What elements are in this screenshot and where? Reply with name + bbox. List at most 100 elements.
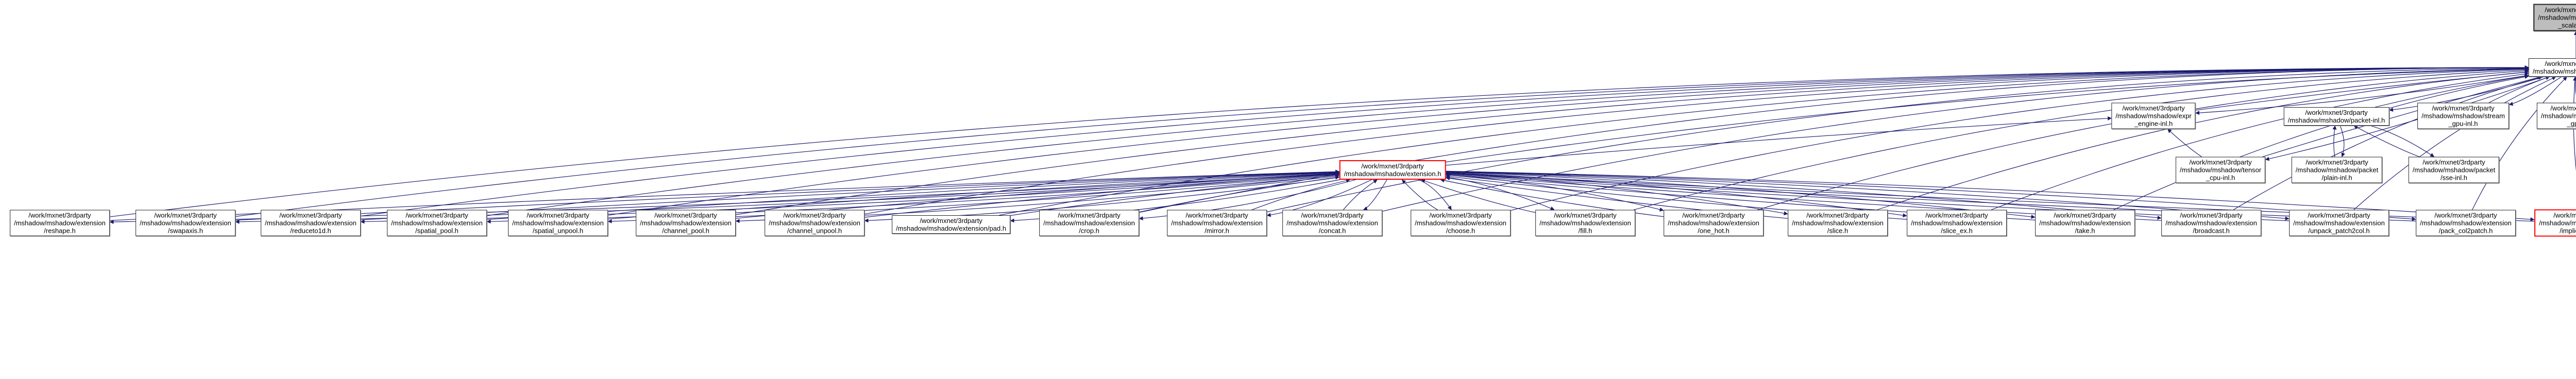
include-edge: [1510, 67, 2529, 211]
graph-node-label-line: /implicit_gemm.h: [2560, 227, 2576, 235]
graph-node-pack_col2patch[interactable]: /work/mxnet/3rdparty/mshadow/mshadow/ext…: [2416, 210, 2516, 236]
graph-node-mirror[interactable]: /work/mxnet/3rdparty/mshadow/mshadow/ext…: [1167, 210, 1267, 236]
include-edge: [2340, 125, 2345, 157]
include-edge: [1010, 173, 1340, 216]
graph-node-expr_engine[interactable]: /work/mxnet/3rdparty/mshadow/mshadow/exp…: [2111, 102, 2196, 129]
include-edge: [2195, 70, 2529, 111]
graph-node-slice_ex[interactable]: /work/mxnet/3rdparty/mshadow/mshadow/ext…: [1907, 210, 2007, 236]
graph-node-label-line: /mshadow/mshadow/expr: [2115, 112, 2192, 120]
graph-node-expr_scalar[interactable]: /work/mxnet/3rdparty/mshadow/mshadow/exp…: [2533, 4, 2576, 31]
graph-node-label-line: /work/mxnet/3rdparty: [1554, 211, 1617, 219]
graph-node-unpack_patch2col[interactable]: /work/mxnet/3rdparty/mshadow/mshadow/ext…: [2289, 210, 2389, 236]
graph-node-label-line: /work/mxnet/3rdparty: [28, 211, 91, 219]
include-edge: [1363, 179, 1387, 211]
graph-node-label-line: /work/mxnet/3rdparty: [1925, 211, 1988, 219]
graph-node-broadcast[interactable]: /work/mxnet/3rdparty/mshadow/mshadow/ext…: [2161, 210, 2261, 236]
include-edge: [864, 171, 1340, 218]
graph-node-label-line: /reduceto1d.h: [290, 227, 331, 235]
include-edge: [2353, 125, 2420, 158]
include-edge: [1991, 72, 2529, 211]
graph-node-label-line: /work/mxnet/3rdparty: [1682, 211, 1745, 219]
include-edge: [2572, 76, 2576, 171]
graph-node-label-line: /mshadow/mshadow/stream: [2421, 112, 2505, 120]
graph-node-label-line: /fill.h: [1578, 227, 1592, 235]
graph-node-label-line: /work/mxnet/3rdparty: [2054, 211, 2116, 219]
include-edge: [735, 65, 2529, 215]
graph-node-label-line: /reshape.h: [44, 227, 76, 235]
graph-node-packet[interactable]: /work/mxnet/3rdparty/mshadow/mshadow/pac…: [2283, 107, 2389, 126]
graph-node-label-line: /mshadow/mshadow/extension: [265, 219, 357, 227]
include-edge: [2573, 76, 2576, 96]
graph-node-label-line: /work/mxnet/3rdparty: [2422, 158, 2485, 166]
graph-node-reshape[interactable]: /work/mxnet/3rdparty/mshadow/mshadow/ext…: [10, 210, 110, 236]
graph-node-channel_unpool[interactable]: /work/mxnet/3rdparty/mshadow/mshadow/ext…: [765, 210, 865, 236]
include-edge: [2369, 125, 2435, 157]
graph-node-implicit_gemm[interactable]: /work/mxnet/3rdparty/mshadow/mshadow/ext…: [2534, 209, 2576, 237]
include-edge: [1343, 179, 1378, 210]
graph-node-label-line: /work/mxnet/3rdparty: [2122, 104, 2185, 112]
graph-node-label-line: /mshadow/mshadow/tensor: [2540, 112, 2576, 120]
graph-node-concat[interactable]: /work/mxnet/3rdparty/mshadow/mshadow/ext…: [1282, 210, 1382, 236]
graph-node-label-line: /broadcast.h: [2193, 227, 2230, 235]
graph-node-label-line: /mshadow/mshadow/extension: [2539, 219, 2576, 227]
include-edge: [1420, 179, 1536, 213]
graph-node-swapaxis[interactable]: /work/mxnet/3rdparty/mshadow/mshadow/ext…: [135, 210, 235, 236]
graph-node-label-line: /mshadow/mshadow/expr: [2538, 13, 2576, 22]
graph-node-label-line: /sse-inl.h: [2440, 174, 2468, 182]
graph-node-label-line: /slice_ex.h: [1941, 227, 1973, 235]
graph-node-stream_gpu[interactable]: /work/mxnet/3rdparty/mshadow/mshadow/str…: [2417, 102, 2509, 129]
graph-node-label-line: /work/mxnet/3rdparty: [279, 211, 342, 219]
graph-node-plain[interactable]: /work/mxnet/3rdparty/mshadow/mshadow/pac…: [2291, 157, 2383, 183]
include-edge: [2353, 76, 2556, 210]
graph-node-label-line: /mshadow/mshadow/packet-inl.h: [2287, 116, 2385, 124]
include-edge: [2472, 76, 2567, 210]
graph-node-label-line: /mshadow/mshadow/extension: [769, 219, 860, 227]
graph-node-reduceto1d[interactable]: /work/mxnet/3rdparty/mshadow/mshadow/ext…: [261, 210, 361, 236]
include-edge: [1251, 178, 1350, 211]
graph-node-label-line: _gpu-inl.h: [2448, 119, 2478, 128]
graph-node-one_hot[interactable]: /work/mxnet/3rdparty/mshadow/mshadow/ext…: [1664, 210, 1764, 236]
graph-node-label-line: /work/mxnet/3rdparty: [527, 211, 589, 219]
include-edge: [1266, 179, 1372, 217]
graph-node-slice[interactable]: /work/mxnet/3rdparty/mshadow/mshadow/ext…: [1788, 210, 1888, 236]
graph-node-label-line: /work/mxnet/3rdparty: [154, 211, 217, 219]
graph-node-label-line: /spatial_unpool.h: [532, 227, 584, 235]
include-edge: [2265, 76, 2550, 161]
include-edge: [2233, 76, 2543, 210]
graph-node-label-line: /mshadow/mshadow/extension: [1539, 219, 1631, 227]
graph-node-tensor_gpu[interactable]: /work/mxnet/3rdparty/mshadow/mshadow/ten…: [2536, 102, 2576, 129]
graph-node-label-line: /spatial_pool.h: [415, 227, 459, 235]
graph-node-label-line: /work/mxnet/3rdparty: [1058, 211, 1121, 219]
include-edge: [1446, 170, 2416, 221]
graph-node-crop[interactable]: /work/mxnet/3rdparty/mshadow/mshadow/ext…: [1039, 210, 1139, 236]
include-edge: [2262, 76, 2541, 158]
graph-node-choose[interactable]: /work/mxnet/3rdparty/mshadow/mshadow/ext…: [1411, 210, 1511, 236]
graph-node-spatial_unpool[interactable]: /work/mxnet/3rdparty/mshadow/mshadow/ext…: [508, 210, 608, 236]
graph-node-tensor_cpu[interactable]: /work/mxnet/3rdparty/mshadow/mshadow/ten…: [2175, 157, 2266, 183]
graph-node-label-line: /mshadow/mshadow/extension: [2165, 219, 2257, 227]
graph-node-label-line: /mshadow/mshadow/extension: [1043, 219, 1135, 227]
graph-node-fill[interactable]: /work/mxnet/3rdparty/mshadow/mshadow/ext…: [1535, 210, 1635, 236]
graph-node-label-line: /one_hot.h: [1698, 227, 1730, 235]
graph-node-label-line: /slice.h: [1827, 227, 1849, 235]
include-edge: [1633, 67, 2529, 211]
graph-node-label-line: /work/mxnet/3rdparty: [1185, 211, 1248, 219]
graph-node-label-line: /mshadow/mshadow/packet: [2412, 166, 2496, 174]
graph-node-label-line: /work/mxnet/3rdparty: [2180, 211, 2243, 219]
graph-node-sse[interactable]: /work/mxnet/3rdparty/mshadow/mshadow/pac…: [2408, 157, 2500, 183]
include-edge: [235, 65, 2529, 217]
include-edge: [109, 65, 2529, 217]
graph-node-label-line: _cpu-inl.h: [2206, 174, 2235, 182]
graph-node-spatial_pool[interactable]: /work/mxnet/3rdparty/mshadow/mshadow/ext…: [387, 210, 487, 236]
include-edge: [2113, 75, 2529, 211]
graph-node-extension[interactable]: /work/mxnet/3rdparty/mshadow/mshadow/ext…: [1339, 160, 1446, 180]
graph-node-channel_pool[interactable]: /work/mxnet/3rdparty/mshadow/mshadow/ext…: [636, 210, 736, 236]
include-edge: [1877, 70, 2529, 211]
graph-node-label-line: /mirror.h: [1205, 227, 1229, 235]
graph-node-tensor[interactable]: /work/mxnet/3rdparty/mshadow/mshadow/ten…: [2528, 58, 2576, 77]
graph-node-take[interactable]: /work/mxnet/3rdparty/mshadow/mshadow/ext…: [2035, 210, 2135, 236]
graph-node-label-line: /mshadow/mshadow/packet: [2295, 166, 2379, 174]
graph-node-pad[interactable]: /work/mxnet/3rdparty/mshadow/mshadow/ext…: [892, 215, 1010, 234]
include-edge: [1139, 175, 1340, 213]
graph-node-label-line: /work/mxnet/3rdparty: [2434, 211, 2497, 219]
